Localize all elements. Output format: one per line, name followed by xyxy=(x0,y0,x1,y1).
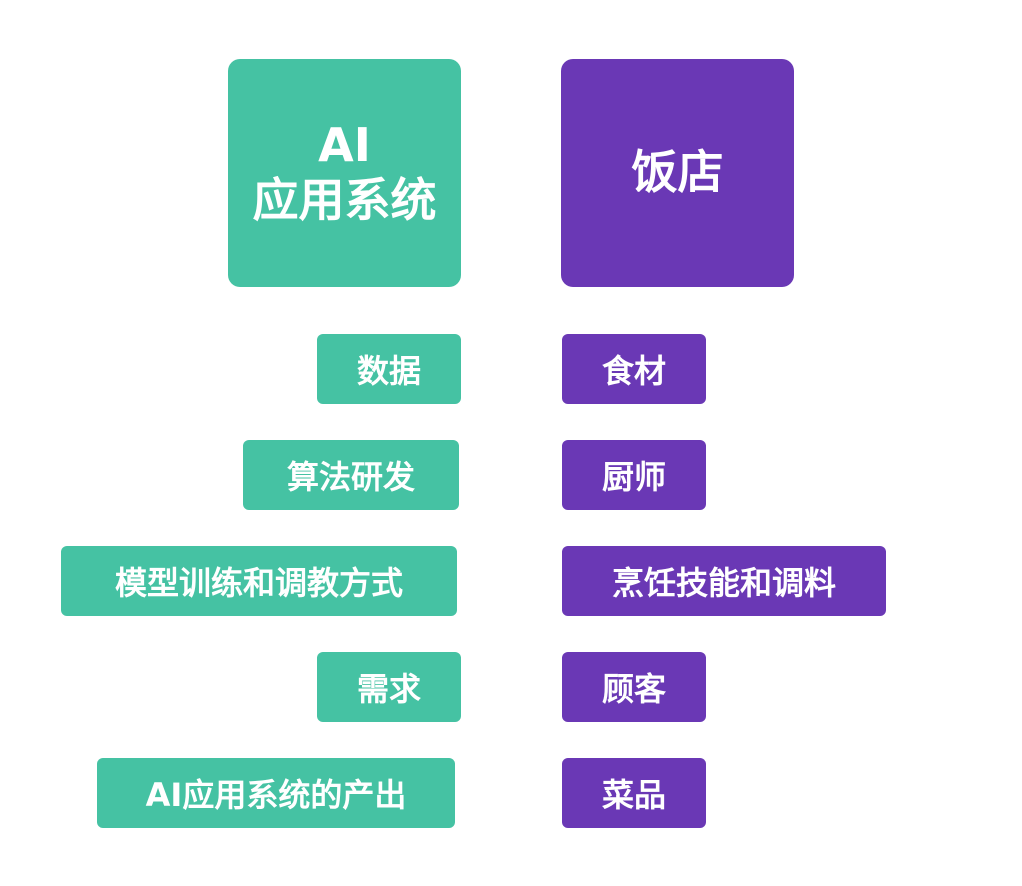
restaurant-header-label: 饭店 xyxy=(631,145,724,200)
left-item-output: AI应用系统的产出 xyxy=(97,758,455,828)
ai-system-header-line1: AI xyxy=(318,117,371,172)
right-item-cooking-skills: 烹饪技能和调料 xyxy=(562,546,886,616)
right-item-customer: 顾客 xyxy=(562,652,706,722)
right-item-chef: 厨师 xyxy=(562,440,706,510)
right-item-dishes: 菜品 xyxy=(562,758,706,828)
ai-system-header-line2: 应用系统 xyxy=(252,173,437,227)
right-item-ingredients: 食材 xyxy=(562,334,706,404)
left-item-data: 数据 xyxy=(317,334,461,404)
left-item-demand: 需求 xyxy=(317,652,461,722)
left-item-algorithm: 算法研发 xyxy=(243,440,459,510)
restaurant-header: 饭店 xyxy=(561,59,794,287)
ai-system-header: AI 应用系统 xyxy=(228,59,461,287)
left-item-model-training: 模型训练和调教方式 xyxy=(61,546,457,616)
